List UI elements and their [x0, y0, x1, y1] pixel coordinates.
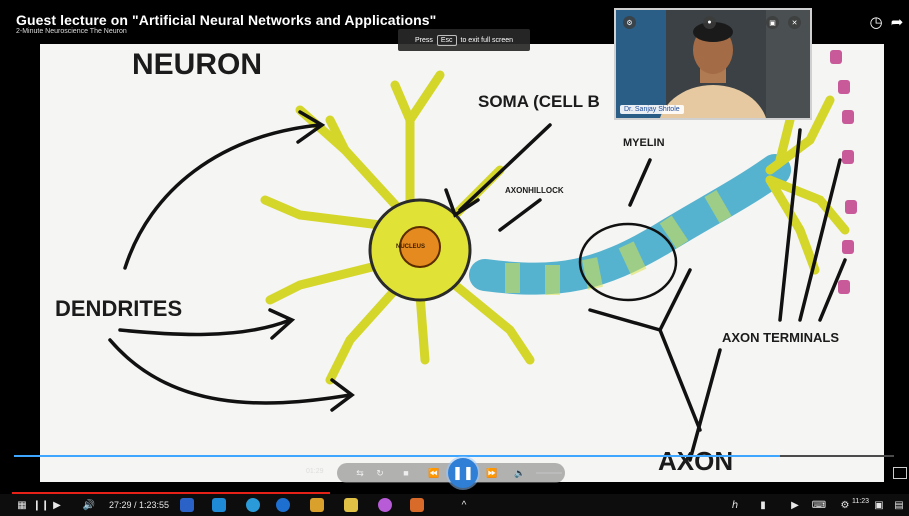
channel-caption: 2-Minute Neuroscience The Neuron	[16, 28, 127, 35]
dendrites-label: DENDRITES	[55, 296, 182, 322]
media-icon[interactable]: ▶	[788, 494, 802, 516]
share-icon[interactable]: ➦	[887, 12, 907, 32]
video-progress-track[interactable]	[14, 455, 894, 457]
myelin-label: MYELIN	[623, 137, 665, 149]
files-app-icon[interactable]	[180, 498, 194, 512]
volume-icon[interactable]: 🔈	[513, 463, 527, 483]
settings-icon[interactable]: ⚙	[838, 494, 852, 516]
current-time: 01:29	[306, 468, 324, 475]
hint-press: Press	[415, 37, 433, 44]
app-icon[interactable]	[378, 498, 392, 512]
nucleus-label: NUCLEUS	[396, 244, 425, 250]
soma-label: SOMA (CELL B	[478, 92, 600, 112]
cast-icon[interactable]: ▣	[872, 494, 886, 516]
chrome-icon[interactable]	[276, 498, 290, 512]
hint-rest: to exit full screen	[461, 37, 514, 44]
folder-icon[interactable]	[310, 498, 324, 512]
stop-icon[interactable]: ■	[399, 463, 413, 483]
pause-button[interactable]: ❚❚	[448, 458, 478, 488]
watch-later-icon[interactable]: ◷	[866, 12, 886, 32]
network-icon[interactable]: ℎ	[728, 494, 742, 516]
previous-icon[interactable]: ⏪	[425, 463, 443, 483]
speaker-name: Dr. Sanjay Shitole	[620, 105, 684, 114]
axon-hillock-label: AXONHILLOCK	[505, 186, 564, 195]
cam-mic-icon[interactable]: ●	[703, 16, 716, 29]
fullscreen-exit-hint: Press Esc to exit full screen	[398, 29, 530, 51]
volume-icon[interactable]: 🔊	[82, 494, 96, 516]
cam-close-icon[interactable]: ✕	[788, 16, 801, 29]
battery-icon[interactable]: ▮	[756, 494, 770, 516]
notes-icon[interactable]	[344, 498, 358, 512]
cam-settings-icon[interactable]: ⚙	[623, 16, 636, 29]
axon-label: AXON	[658, 446, 733, 477]
terminal-buttons	[830, 50, 857, 294]
edge-icon[interactable]	[246, 498, 260, 512]
notification-icon[interactable]: ▤	[892, 494, 906, 516]
volume-slider[interactable]	[536, 472, 562, 474]
fullscreen-icon[interactable]	[893, 467, 907, 479]
neuron-heading: NEURON	[132, 48, 262, 82]
tray-chevron[interactable]: ^	[456, 494, 472, 516]
next-track-icon[interactable]: ▶	[50, 494, 64, 516]
mail-app-icon[interactable]	[212, 498, 226, 512]
start-icon[interactable]: ▦	[14, 494, 30, 516]
keyboard-icon[interactable]: ⌨	[812, 494, 826, 516]
video-title: Guest lecture on "Artificial Neural Netw…	[16, 12, 436, 28]
taskbar: ▦ ❙❙ ▶ 🔊 27:29 / 1:23:55 ^ ℎ ▮ ▶ ⌨ ⚙ 11:…	[0, 494, 909, 516]
playback-time: 27:29 / 1:23:55	[104, 494, 174, 516]
axon-terminals-label: AXON TERMINALS	[722, 330, 839, 345]
next-icon[interactable]: ⏩	[483, 463, 501, 483]
video-progress-fill	[14, 455, 780, 457]
repeat-icon[interactable]: ↻	[373, 463, 387, 483]
play-pause-icon[interactable]: ❙❙	[34, 494, 48, 516]
webcam-overlay[interactable]: ⚙ ● ▣ ✕ Dr. Sanjay Shitole	[614, 8, 812, 120]
clock: 11:23	[852, 498, 869, 505]
vlc-icon[interactable]	[410, 498, 424, 512]
cam-pip-icon[interactable]: ▣	[766, 16, 779, 29]
esc-key: Esc	[437, 35, 457, 46]
shuffle-icon[interactable]: ⇆	[353, 463, 367, 483]
